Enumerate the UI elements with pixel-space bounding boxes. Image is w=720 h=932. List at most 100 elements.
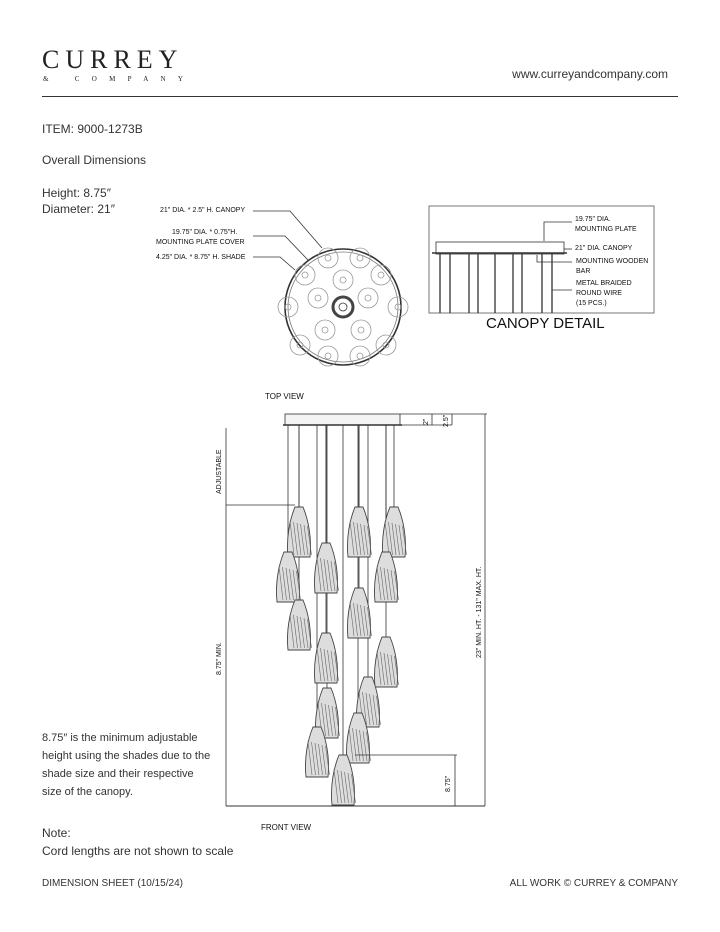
- shade-ridge: [347, 772, 353, 804]
- shade-outline: [305, 726, 329, 778]
- overall-dimensions-heading: Overall Dimensions: [42, 153, 147, 167]
- shade-ridge: [316, 646, 322, 682]
- shade-ridge: [325, 745, 330, 776]
- note-line: height using the shades due to the: [42, 750, 211, 762]
- shade-ridge: [376, 695, 381, 726]
- shade-top-outline: [349, 247, 371, 269]
- shade-ridge: [356, 603, 362, 637]
- cd-callout-2: MOUNTING PLATE: [575, 226, 637, 233]
- note-line: 8.75″ is the minimum adjustable: [42, 732, 198, 744]
- shade-top-outline: [317, 345, 339, 367]
- shade-outline: [287, 599, 311, 651]
- shade-ridge: [300, 523, 305, 556]
- shade-top-outline: [314, 319, 336, 341]
- shade-ridge: [372, 694, 378, 726]
- shade-top-center: [314, 294, 322, 302]
- shade-ridge: [366, 731, 371, 762]
- shade-top-center: [364, 294, 372, 302]
- shade-ridge: [376, 650, 382, 686]
- shade-ridge: [353, 521, 358, 556]
- shade-ridge: [334, 561, 339, 592]
- shade-ridge: [383, 567, 389, 601]
- shade-ridge: [289, 568, 294, 601]
- shade-ridge: [303, 524, 309, 556]
- shade-top-outline: [350, 319, 372, 341]
- scale-note: Cord lengths are not shown to scale: [42, 844, 234, 858]
- shade-ridge: [337, 769, 342, 804]
- pendant-shade: [382, 506, 407, 558]
- shade-ridge: [333, 768, 339, 804]
- note-line: size of the canopy.: [42, 786, 133, 798]
- pendant-shade: [346, 712, 371, 764]
- website-url[interactable]: www.curreyandcompany.com: [512, 67, 668, 81]
- shade-ridge: [359, 729, 364, 762]
- shade-ridge: [388, 521, 393, 556]
- shade-ridge: [367, 525, 372, 556]
- header-divider: [42, 96, 678, 97]
- shade-ridge: [335, 706, 340, 737]
- pendant-shade: [314, 542, 339, 594]
- shade-ridge: [300, 616, 305, 649]
- shade-ridge: [360, 604, 365, 637]
- shade-ridge: [331, 705, 337, 737]
- pendant-shade: [374, 636, 399, 688]
- shade-ridge: [318, 743, 323, 776]
- shade-top-outline: [317, 247, 339, 269]
- pendant-shade: [347, 587, 372, 639]
- shade-ridge: [307, 740, 313, 776]
- pendant-shade: [287, 506, 312, 558]
- shade-ridge: [362, 691, 367, 726]
- shade-top-outline: [289, 334, 311, 356]
- shade-top-center: [324, 352, 332, 360]
- shade-top-outline: [307, 287, 329, 309]
- shade-ridge: [282, 566, 287, 601]
- note-label: Note:: [42, 826, 71, 840]
- pendant-shade: [305, 726, 330, 778]
- callout-canopy: 21" DIA. * 2.5" H. CANOPY: [160, 207, 246, 214]
- shade-ridge: [344, 771, 349, 804]
- shade-ridge: [391, 522, 397, 556]
- shade-ridge: [327, 649, 332, 682]
- pendant-shade: [276, 551, 301, 603]
- pendant-shade: [315, 687, 340, 739]
- shade-top-outline: [387, 296, 409, 318]
- shade-ridge: [311, 741, 316, 776]
- pendant-shade: [287, 599, 312, 651]
- shade-ridge: [355, 728, 361, 762]
- shade-top-center: [321, 326, 329, 334]
- shade-top-center: [356, 254, 364, 262]
- shade-ridge: [363, 524, 369, 556]
- shade-outline: [314, 542, 338, 594]
- top-view-label: TOP VIEW: [265, 392, 304, 401]
- shade-ridge: [362, 730, 368, 762]
- shade-ridge: [296, 570, 301, 601]
- shade-top-center: [324, 254, 332, 262]
- shade-ridge: [363, 605, 369, 637]
- shade-outline: [314, 632, 338, 684]
- shade-ridge: [360, 523, 365, 556]
- shade-ridge: [390, 569, 396, 601]
- shade-ridge: [316, 556, 322, 592]
- shade-top-outline: [357, 287, 379, 309]
- shade-ridge: [327, 559, 332, 592]
- pendant-shade: [331, 754, 356, 806]
- shade-top-outline: [349, 345, 371, 367]
- pendant-shade: [374, 551, 399, 603]
- logo-sub: & COMPANY: [43, 75, 196, 83]
- shade-top-center: [301, 271, 309, 279]
- shade-ridge: [398, 524, 404, 556]
- overall-height-dim: 23" MIN. HT. - 131" MAX. HT.: [476, 566, 483, 658]
- shade-ridge: [402, 525, 407, 556]
- shade-ridge: [314, 742, 320, 776]
- item-number: ITEM: 9000-1273B: [42, 122, 143, 136]
- shade-top-outline: [370, 264, 392, 286]
- shade-ridge: [367, 606, 372, 637]
- shade-ridge: [348, 726, 354, 762]
- shade-ridge: [340, 770, 346, 804]
- diameter-value: Diameter: 21″: [42, 202, 115, 216]
- shade-top-center: [382, 341, 390, 349]
- height-value: Height: 8.75″: [42, 186, 111, 200]
- shade-outline: [346, 712, 370, 764]
- footer-copyright: ALL WORK © CURREY & COMPANY: [509, 878, 678, 889]
